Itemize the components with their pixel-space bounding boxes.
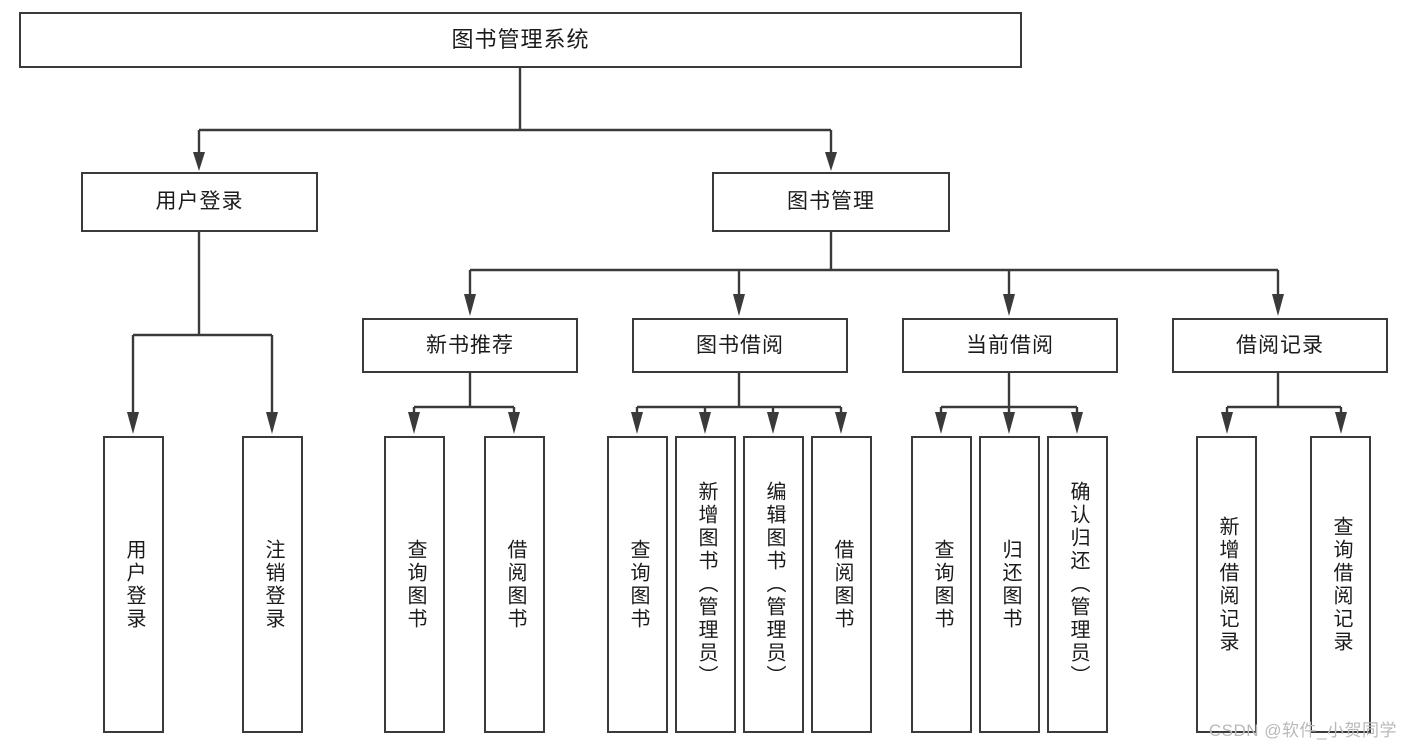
arrowhead-leaf-logout <box>266 412 278 434</box>
arrowhead-cb-leaf-3 <box>1071 412 1083 434</box>
leaf-query-book-cb[interactable]: 查询图书 <box>911 436 972 733</box>
csdn-watermark: CSDN @软件_小贺同学 <box>1208 721 1397 740</box>
leaf-borrow-book-bb[interactable]: 借阅图书 <box>811 436 872 733</box>
node-root-book-management-system[interactable]: 图书管理系统 <box>19 12 1022 68</box>
leaf-logout[interactable]: 注销登录 <box>242 436 303 733</box>
arrowhead-book-manage <box>825 152 837 171</box>
leaf-edit-book-admin[interactable]: 编辑图书（管理员） <box>743 436 804 733</box>
arrowhead-user-login <box>193 152 205 171</box>
arrowhead-cb-leaf-2 <box>1003 412 1015 434</box>
leaf-confirm-return-admin[interactable]: 确认归还（管理员） <box>1047 436 1108 733</box>
arrowhead-book-borrow <box>733 294 745 316</box>
node-book-borrow[interactable]: 图书借阅 <box>632 318 848 373</box>
node-current-borrow[interactable]: 当前借阅 <box>902 318 1118 373</box>
arrowhead-bb-leaf-3 <box>767 412 779 434</box>
leaf-query-borrow-record[interactable]: 查询借阅记录 <box>1310 436 1371 733</box>
leaf-user-login[interactable]: 用户登录 <box>103 436 164 733</box>
arrowhead-cb-leaf-1 <box>935 412 947 434</box>
arrowhead-bb-leaf-1 <box>631 412 643 434</box>
arrowhead-borrow-record <box>1272 294 1284 316</box>
leaf-return-book[interactable]: 归还图书 <box>979 436 1040 733</box>
arrowhead-bb-leaf-2 <box>699 412 711 434</box>
node-borrow-record[interactable]: 借阅记录 <box>1172 318 1388 373</box>
node-book-management[interactable]: 图书管理 <box>712 172 950 232</box>
leaf-query-book-bb[interactable]: 查询图书 <box>607 436 668 733</box>
arrowhead-nb-leaf-2 <box>508 412 520 434</box>
leaf-add-book-admin[interactable]: 新增图书（管理员） <box>675 436 736 733</box>
arrowhead-new-book <box>464 294 476 316</box>
arrowhead-br-leaf-1 <box>1221 412 1233 434</box>
arrowhead-bb-leaf-4 <box>835 412 847 434</box>
arrowhead-br-leaf-2 <box>1335 412 1347 434</box>
arrowhead-current-borrow <box>1003 294 1015 316</box>
arrowhead-leaf-user-login <box>127 412 139 434</box>
arrowhead-nb-leaf-1 <box>408 412 420 434</box>
node-user-login[interactable]: 用户登录 <box>81 172 318 232</box>
leaf-add-borrow-record[interactable]: 新增借阅记录 <box>1196 436 1257 733</box>
node-new-book-recommend[interactable]: 新书推荐 <box>362 318 578 373</box>
leaf-query-book-nb[interactable]: 查询图书 <box>384 436 445 733</box>
leaf-borrow-book-nb[interactable]: 借阅图书 <box>484 436 545 733</box>
